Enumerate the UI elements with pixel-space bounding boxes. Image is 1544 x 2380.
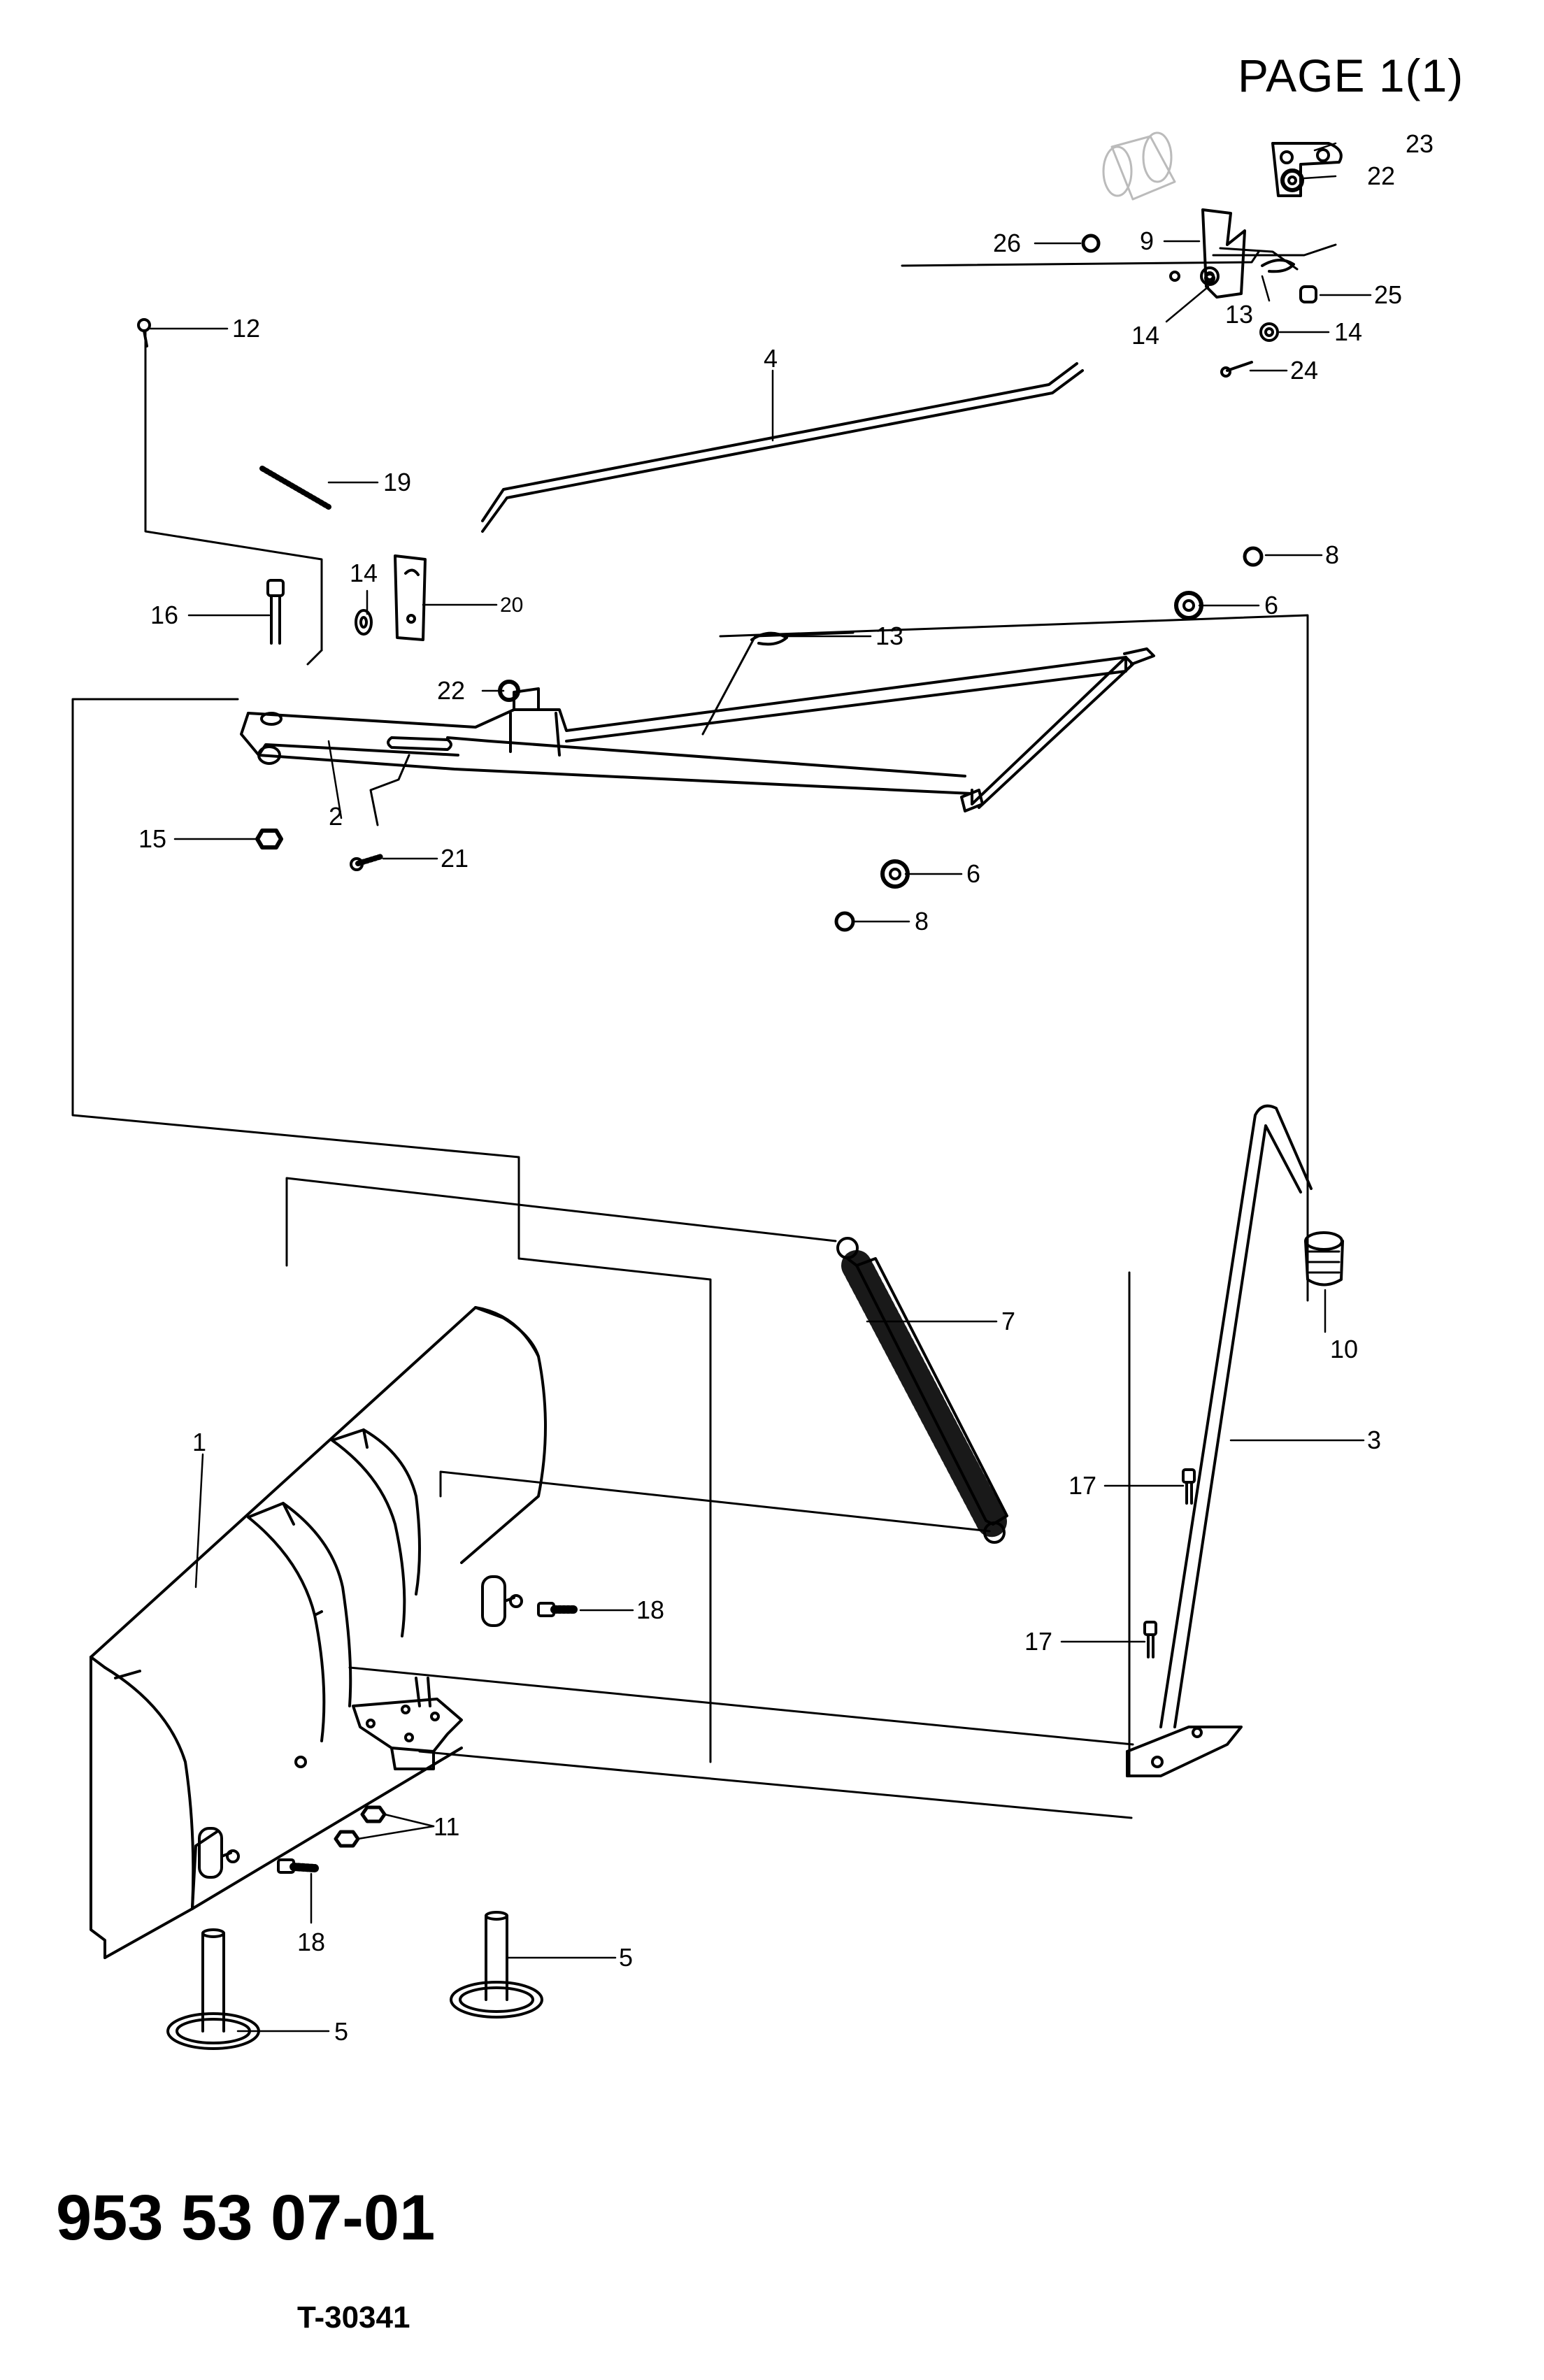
callout-25: 25 bbox=[1374, 280, 1402, 309]
callout-11: 11 bbox=[434, 1812, 459, 1841]
part-23-bracket bbox=[1271, 142, 1343, 197]
callout-17a: 17 bbox=[1068, 1471, 1096, 1500]
part-1-blade bbox=[90, 1306, 547, 1959]
callout-8b: 8 bbox=[915, 907, 929, 935]
callout-22a: 22 bbox=[1367, 162, 1395, 190]
callout-5a: 5 bbox=[619, 1943, 633, 1972]
part-11-nuts bbox=[334, 1805, 387, 1848]
callout-3: 3 bbox=[1367, 1426, 1381, 1454]
callout-4: 4 bbox=[764, 344, 778, 373]
part-number: 953 53 07-01 bbox=[56, 2182, 436, 2253]
callout-numbers: 1 2 3 4 5 5 6 6 7 8 8 9 10 11 12 13 13 1… bbox=[138, 129, 1434, 2046]
part-19-threaded-rod bbox=[259, 466, 331, 510]
part-14-washer-left bbox=[355, 609, 373, 636]
part-12-pin bbox=[137, 318, 151, 347]
part-6-bushing-top bbox=[1174, 591, 1203, 620]
part-5-skid-right bbox=[450, 1911, 543, 2019]
part-25-spacer bbox=[1299, 285, 1317, 303]
callout-10: 10 bbox=[1330, 1335, 1358, 1363]
callout-6b: 6 bbox=[966, 859, 980, 888]
part-14-washer-right bbox=[1259, 322, 1279, 342]
callout-14b: 14 bbox=[1334, 317, 1362, 346]
part-15-nut bbox=[255, 829, 283, 850]
part-13-pin-top bbox=[1261, 259, 1295, 273]
callout-16: 16 bbox=[150, 601, 178, 629]
blade-mount-plate bbox=[352, 1677, 463, 1770]
part-24-bolt bbox=[1220, 361, 1253, 378]
callout-22b: 22 bbox=[437, 676, 465, 705]
callout-24: 24 bbox=[1290, 356, 1318, 385]
callout-9: 9 bbox=[1140, 227, 1154, 255]
pivot-sleeve-left bbox=[198, 1827, 240, 1879]
callout-19: 19 bbox=[383, 468, 411, 496]
callout-17b: 17 bbox=[1024, 1627, 1052, 1656]
part-13-pin-middle bbox=[750, 631, 788, 646]
part-20-plate bbox=[394, 554, 427, 641]
callout-18b: 18 bbox=[297, 1928, 325, 1956]
part-17-bolt-upper bbox=[1182, 1468, 1196, 1505]
part-26-ring bbox=[1081, 234, 1101, 253]
part-2-a-frame bbox=[240, 656, 1127, 795]
part-8-ring-bottom bbox=[834, 911, 855, 932]
page-label: PAGE 1(1) bbox=[1238, 50, 1464, 101]
callout-1: 1 bbox=[192, 1428, 206, 1456]
callout-20: 20 bbox=[500, 594, 523, 617]
callout-8a: 8 bbox=[1325, 540, 1339, 569]
callout-26: 26 bbox=[993, 229, 1021, 257]
callout-15: 15 bbox=[138, 824, 166, 853]
callout-14c: 14 bbox=[350, 559, 378, 587]
drawing-code: T-30341 bbox=[297, 2300, 410, 2335]
part-8-ring-top bbox=[1243, 546, 1264, 567]
callout-23: 23 bbox=[1406, 129, 1434, 158]
callout-13a: 13 bbox=[1225, 300, 1253, 329]
callout-18a: 18 bbox=[636, 1596, 664, 1624]
callout-14a: 14 bbox=[1131, 321, 1159, 350]
part-6-bushing-bottom bbox=[880, 859, 910, 889]
callout-13b: 13 bbox=[875, 622, 903, 650]
assembly-lines bbox=[71, 243, 1337, 1819]
part-22-nut-top bbox=[1280, 169, 1304, 192]
callout-6a: 6 bbox=[1264, 591, 1278, 619]
part-16-bolt bbox=[266, 579, 285, 645]
part-3-lever bbox=[1126, 1104, 1313, 1777]
part-7-spring bbox=[836, 1237, 1008, 1544]
pivot-sleeve-right bbox=[481, 1575, 523, 1627]
part-18-bolt-right bbox=[537, 1602, 578, 1617]
ghost-cylinder bbox=[1102, 131, 1176, 201]
part-18-bolt-left bbox=[277, 1858, 319, 1874]
callout-12: 12 bbox=[232, 314, 260, 343]
part-14-washer-top bbox=[1200, 266, 1220, 286]
axle-rod bbox=[960, 647, 1155, 812]
leader-lines bbox=[149, 142, 1372, 2033]
callout-2: 2 bbox=[329, 802, 343, 831]
part-5-skid-left bbox=[166, 1928, 260, 2050]
part-4-long-rod bbox=[481, 362, 1084, 533]
callout-5b: 5 bbox=[334, 2017, 348, 2046]
part-10-grip bbox=[1304, 1231, 1344, 1286]
part-21-bolt bbox=[350, 854, 384, 871]
callout-21: 21 bbox=[441, 844, 469, 873]
part-17-bolt-lower bbox=[1143, 1621, 1157, 1658]
callout-7: 7 bbox=[1001, 1307, 1015, 1335]
